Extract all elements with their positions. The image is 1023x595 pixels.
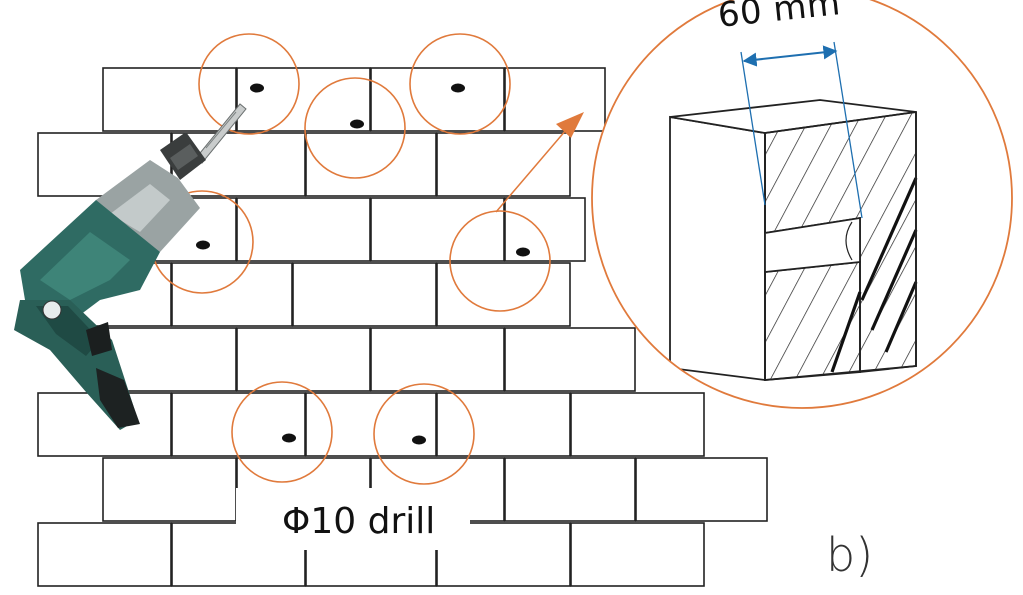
magnified-detail: [591, 0, 1013, 409]
hole-marker: [409, 33, 511, 135]
drill-hole: [282, 433, 296, 443]
drill-hole: [350, 119, 364, 129]
hole-bottom: [845, 221, 853, 261]
drill-hole: [250, 83, 264, 93]
hole-marker: [449, 210, 551, 312]
dimension-extension: [740, 51, 766, 206]
drill-hole: [196, 240, 210, 250]
hole-marker: [373, 383, 475, 485]
label-backdrop: [236, 488, 470, 550]
drill-hole: [451, 83, 465, 93]
hole-cavity: [764, 216, 861, 273]
power-drill-icon: [14, 103, 247, 430]
drill-hole: [412, 435, 426, 445]
hole-marker-circles: [150, 33, 551, 485]
hole-marker: [198, 33, 300, 135]
hole-marker: [304, 77, 406, 179]
drill-hole: [516, 247, 530, 257]
drill-holes: [196, 83, 530, 445]
leader-arrow: [495, 112, 584, 213]
panel-label: b): [826, 528, 874, 582]
hole-marker: [231, 381, 333, 483]
dimension-extension: [833, 41, 863, 219]
dimension-arrow: [742, 45, 838, 67]
section-hatch-lower: [764, 261, 861, 381]
block-front-face: [669, 115, 766, 382]
drill-size-label: Φ10 drill: [282, 501, 436, 542]
